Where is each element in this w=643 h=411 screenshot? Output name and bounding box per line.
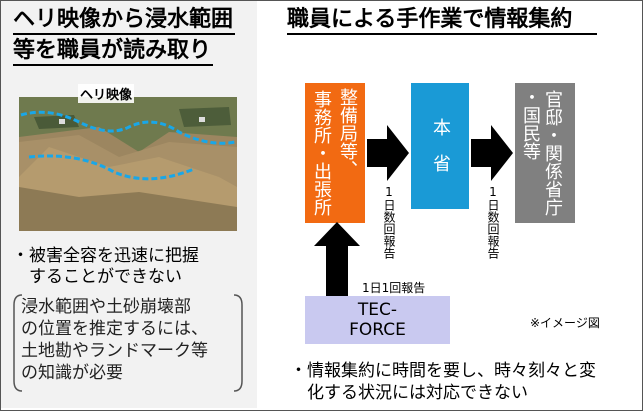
left-note: 浸水範囲や土砂崩壊部 の位置を推定するには、 土地勘やランドマーク等 の知識が必…	[21, 296, 241, 384]
arrow-right-icon	[367, 125, 409, 181]
left-bullet-line1: ・被害全容を迅速に把握	[12, 246, 199, 266]
report-label-2: 1日数回報告	[486, 185, 500, 259]
left-bullet-line2: することができない	[12, 267, 182, 287]
arrow-right-icon	[471, 125, 513, 181]
box-regional-office-col2: 整備局等、	[337, 88, 358, 178]
box-regional-office	[305, 83, 365, 223]
left-note-line2: の位置を推定するには、	[21, 319, 208, 339]
left-note-line4: の知識が必要	[21, 363, 123, 383]
helicopter-aerial-photo	[19, 97, 237, 231]
box-cabinet-col2: ・国民等	[520, 88, 541, 160]
left-title-underline-2	[13, 64, 213, 66]
bottom-note-line1: ・情報集約に時間を要し、時々刻々と変	[290, 361, 596, 381]
left-title-line2: 等を職員が読み取り	[13, 38, 212, 63]
box-regional-office-col1: 事務所・出張所	[311, 90, 332, 216]
tec-force-line2: FORCE	[349, 320, 406, 340]
box-ministry	[411, 83, 469, 209]
report-label-1: 1日数回報告	[382, 185, 396, 259]
bottom-note: ・情報集約に時間を要し、時々刻々と変 化する状況には対応できない	[290, 360, 640, 404]
note-brackets	[13, 294, 243, 392]
tec-force-line1: TEC-	[357, 300, 398, 320]
left-title-line1: ヘリ映像から浸水範囲	[13, 7, 234, 32]
left-note-line1: 浸水範囲や土砂崩壊部	[21, 297, 191, 317]
daily-report-label: 1日1回報告	[362, 281, 426, 295]
box-tec-force: TEC- FORCE	[305, 296, 450, 344]
box-cabinet	[515, 83, 575, 223]
arrow-up-icon	[314, 222, 360, 296]
box-cabinet-col1: 官邸・関係省庁	[542, 90, 563, 216]
box-ministry-label: 本 省	[430, 118, 451, 172]
left-title-underline-1	[13, 33, 235, 35]
bottom-note-line2: 化する状況には対応できない	[290, 383, 528, 403]
right-title: 職員による手作業で情報集約	[287, 7, 573, 32]
right-title-underline	[287, 33, 597, 35]
photo-caption: ヘリ映像	[78, 84, 135, 103]
left-note-line3: 土地勘やランドマーク等	[21, 341, 208, 361]
image-note: ※イメージ図	[530, 316, 600, 330]
